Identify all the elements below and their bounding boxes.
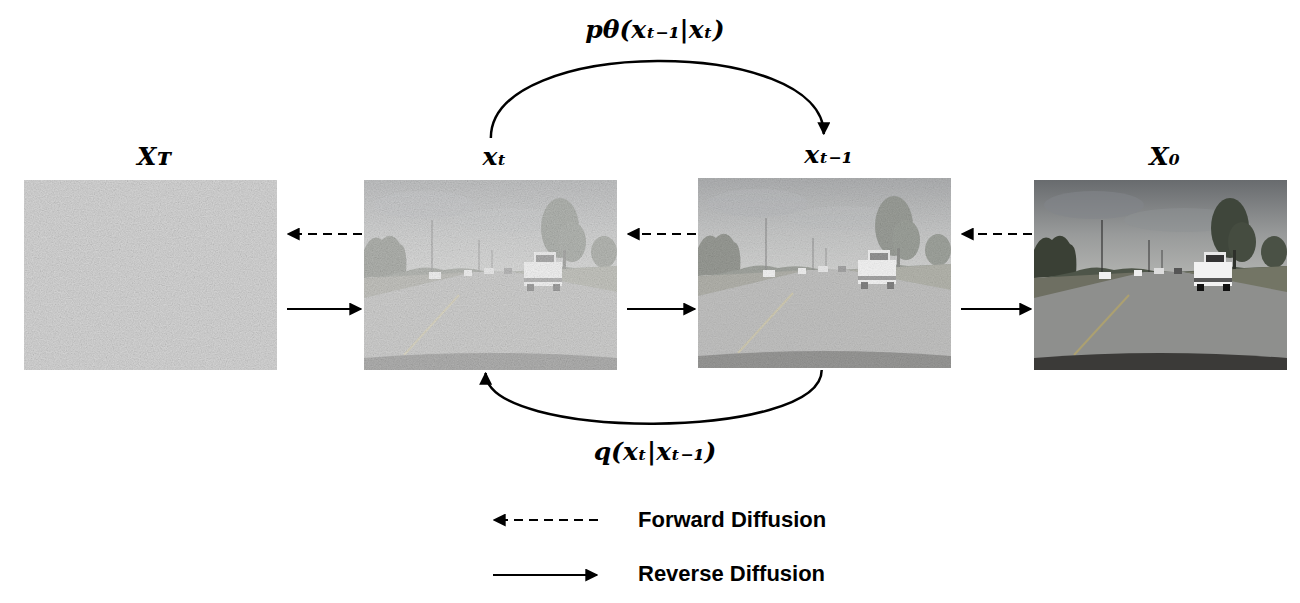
legend-dashed-arrow <box>494 519 598 521</box>
transition-formula: pθ(xₜ₋₁|xₜ) <box>581 14 728 46</box>
noisy-road-image <box>364 180 617 370</box>
transition-formula: q(xₜ|xₜ₋₁) <box>590 436 721 468</box>
forward-arrow <box>962 233 1032 235</box>
image-heading: Xᴛ <box>24 140 285 174</box>
reverse-arrow <box>287 308 361 310</box>
image-frame <box>364 180 625 370</box>
image-frame <box>24 180 285 370</box>
road-image <box>1034 180 1287 370</box>
image-panel-node: Xᴛ <box>24 140 285 370</box>
transition-arc <box>486 370 822 424</box>
image-panel-node: X₀ <box>1034 140 1295 370</box>
reverse-arrow <box>961 308 1031 310</box>
legend-text: Reverse Diffusion <box>638 560 825 588</box>
transition-arc <box>491 61 824 138</box>
image-heading: xₜ <box>364 140 625 174</box>
forward-arrow <box>288 233 362 235</box>
image-panel-node: xₜ₋₁ <box>698 138 959 368</box>
image-heading: X₀ <box>1034 140 1295 174</box>
image-frame <box>1034 180 1295 370</box>
image-heading: xₜ₋₁ <box>698 138 959 172</box>
reverse-arrow <box>627 308 695 310</box>
forward-arrow <box>628 233 696 235</box>
image-panel-node: xₜ <box>364 140 625 370</box>
legend-solid-arrow <box>493 574 597 576</box>
legend-text: Forward Diffusion <box>638 506 826 534</box>
noise-image <box>24 180 277 370</box>
noisy-road-image <box>698 178 951 368</box>
image-frame <box>698 178 959 368</box>
